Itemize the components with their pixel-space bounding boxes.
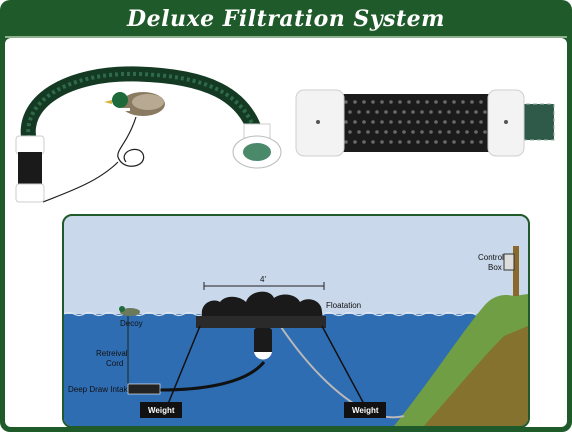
control-box-label-1: Control	[478, 253, 504, 262]
diagram-intake-icon	[127, 383, 161, 395]
diagram-decoy-icon	[119, 306, 140, 316]
weight-left	[140, 402, 182, 418]
intake-cylinder	[15, 135, 45, 203]
pond-diagram: Control Box 4' Floatation Decoy Retreiva…	[62, 214, 530, 428]
perforation-holes	[344, 100, 487, 144]
decoy-label: Decoy	[120, 319, 143, 328]
dimension-label: 4'	[260, 275, 266, 284]
pump-icon	[254, 328, 272, 354]
diagram-hose	[159, 361, 266, 392]
hose	[20, 66, 266, 152]
retrieval-cord	[42, 116, 145, 203]
pond-floor	[278, 323, 405, 419]
decoy-icon	[104, 92, 165, 116]
weight-right	[344, 402, 386, 418]
title-divider	[5, 36, 567, 38]
control-box-label-2: Box	[488, 263, 502, 272]
page-title: Deluxe Filtration System	[127, 6, 445, 32]
floatation-label: Floatation	[326, 301, 361, 310]
intake-filter-photo	[295, 89, 555, 157]
hose-decoy-photo	[15, 66, 282, 203]
weight-right-label: Weight	[352, 406, 379, 415]
retrieval-cord-label-2: Cord	[106, 359, 123, 368]
weight-left-label: Weight	[148, 406, 175, 415]
intake-label: Deep Draw Intake	[68, 385, 133, 394]
hose-fitting	[232, 123, 282, 169]
retrieval-cord-label-1: Retreival	[96, 349, 128, 358]
control-box-icon	[503, 253, 515, 271]
